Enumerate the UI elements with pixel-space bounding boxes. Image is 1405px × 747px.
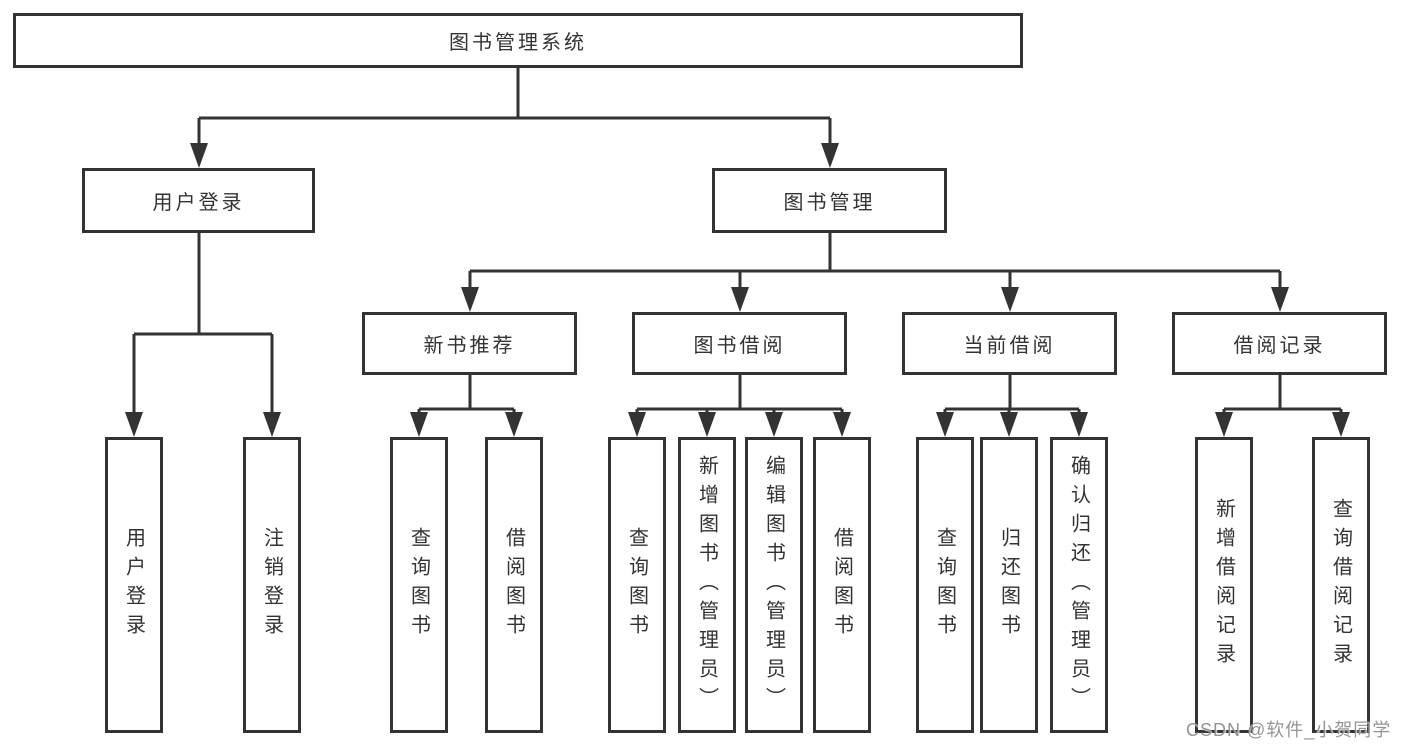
arrowhead-icon [936, 412, 954, 437]
arrowhead-icon [410, 412, 428, 437]
arrowhead-icon [1001, 287, 1019, 312]
leaf-logout-login: 注销登录 [243, 437, 301, 733]
arrowhead-icon [698, 412, 716, 437]
connector-root-to-level2 [197, 68, 832, 146]
leaf-label: 借阅图书 [502, 527, 525, 643]
connector-book-borrow-children [635, 375, 844, 414]
leaf-add-book-admin: 新增图书（管理员） [678, 437, 736, 733]
arrowhead-icon [1070, 412, 1088, 437]
connector-borrow-records-children [1222, 375, 1343, 414]
leaf-label: 查询图书 [407, 527, 430, 643]
node-label: 图书管理系统 [449, 32, 587, 54]
leaf-borrow-books: 借阅图书 [813, 437, 871, 733]
node-label: 借阅记录 [1233, 335, 1326, 357]
leaf-label: 借阅图书 [830, 527, 853, 643]
arrowhead-icon [628, 412, 646, 437]
node-borrowing-records: 借阅记录 [1172, 312, 1387, 375]
arrowhead-icon [1271, 287, 1289, 312]
node-book-borrowing: 图书借阅 [632, 312, 847, 375]
arrowhead-icon [505, 412, 523, 437]
arrowhead-icon [125, 412, 143, 437]
arrowhead-icon [1215, 412, 1233, 437]
leaf-query-books-borrowing: 查询图书 [608, 437, 666, 733]
node-label: 图书借阅 [693, 335, 786, 357]
arrowhead-icon [731, 287, 749, 312]
node-book-management: 图书管理 [712, 168, 947, 233]
node-current-borrowing: 当前借阅 [902, 312, 1117, 375]
node-label: 当前借阅 [963, 335, 1056, 357]
leaf-query-borrow-record: 查询借阅记录 [1312, 437, 1370, 733]
leaf-borrow-books-recommend: 借阅图书 [485, 437, 543, 733]
leaf-edit-book-admin: 编辑图书（管理员） [745, 437, 803, 733]
leaf-label: 查询图书 [625, 527, 648, 643]
leaf-return-books: 归还图书 [980, 437, 1038, 733]
node-user-login: 用户登录 [82, 168, 315, 233]
leaf-label: 归还图书 [997, 527, 1020, 643]
leaf-label: 编辑图书（管理员） [762, 454, 785, 716]
leaf-user-login: 用户登录 [105, 437, 163, 733]
leaf-query-books-current: 查询图书 [916, 437, 974, 733]
leaf-label: 查询借阅记录 [1329, 498, 1352, 672]
leaf-query-books-recommend: 查询图书 [390, 437, 448, 733]
connector-new-book-children [417, 375, 516, 414]
node-new-book-recommendation: 新书推荐 [362, 312, 577, 375]
arrowhead-icon [263, 412, 281, 437]
connector-current-borrow-children [943, 375, 1081, 414]
leaf-label: 新增图书（管理员） [695, 454, 718, 716]
leaf-label: 注销登录 [260, 527, 283, 643]
arrowhead-icon [190, 143, 208, 168]
arrowhead-icon [765, 412, 783, 437]
leaf-label: 用户登录 [122, 527, 145, 643]
leaf-confirm-return-admin: 确认归还（管理员） [1050, 437, 1108, 733]
leaf-label: 确认归还（管理员） [1067, 454, 1090, 716]
connector-paths [132, 68, 1343, 414]
node-label: 新书推荐 [423, 335, 516, 357]
leaf-label: 查询图书 [933, 527, 956, 643]
arrowhead-icon [833, 412, 851, 437]
leaf-label: 新增借阅记录 [1212, 498, 1235, 672]
arrowhead-icon [1000, 412, 1018, 437]
node-label: 用户登录 [152, 192, 245, 214]
arrowhead-icon [1332, 412, 1350, 437]
arrowhead-icon [821, 143, 839, 168]
connector-book-management-children [468, 233, 1282, 290]
arrowheads [125, 143, 1350, 437]
csdn-watermark: CSDN @软件_小贺同学 [1186, 720, 1392, 740]
node-library-management-system: 图书管理系统 [13, 13, 1023, 68]
node-label: 图书管理 [783, 192, 876, 214]
arrowhead-icon [461, 287, 479, 312]
connector-user-login-children [132, 233, 274, 414]
leaf-add-borrow-record: 新增借阅记录 [1195, 437, 1253, 733]
